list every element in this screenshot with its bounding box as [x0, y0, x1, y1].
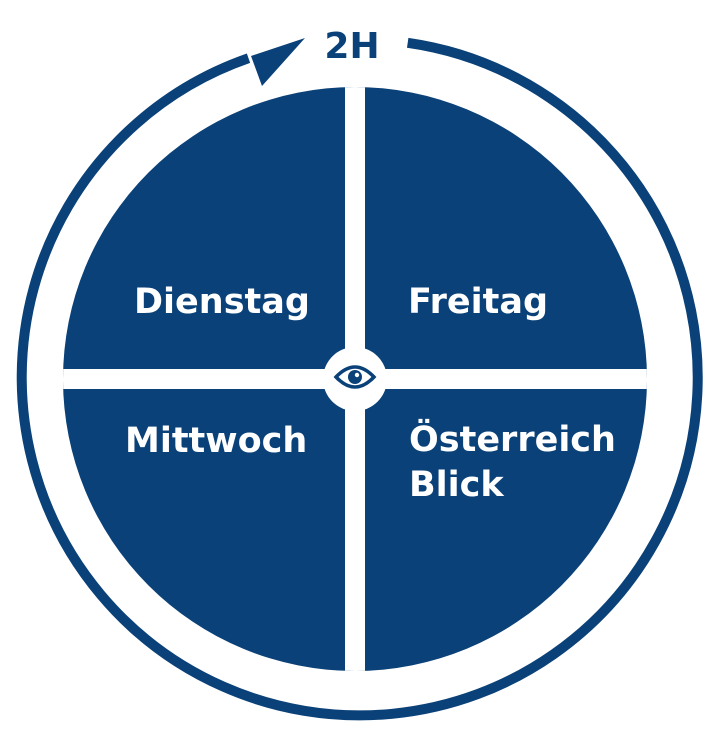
- eye-icon: [333, 365, 377, 389]
- quadrant-top-right-label: Freitag: [408, 282, 548, 322]
- quadrant-bottom-right-label-line2: Blick: [409, 465, 504, 505]
- quadrant-top-left-label: Dienstag: [134, 282, 310, 322]
- cycle-label: 2H: [324, 26, 379, 67]
- quadrant-bottom-right-label-line1: Österreich: [409, 418, 616, 460]
- outer-ring: [16, 37, 703, 721]
- quadrant-bottom-left-label: Mittwoch: [125, 421, 307, 461]
- cycle-arrow-head: [251, 38, 305, 86]
